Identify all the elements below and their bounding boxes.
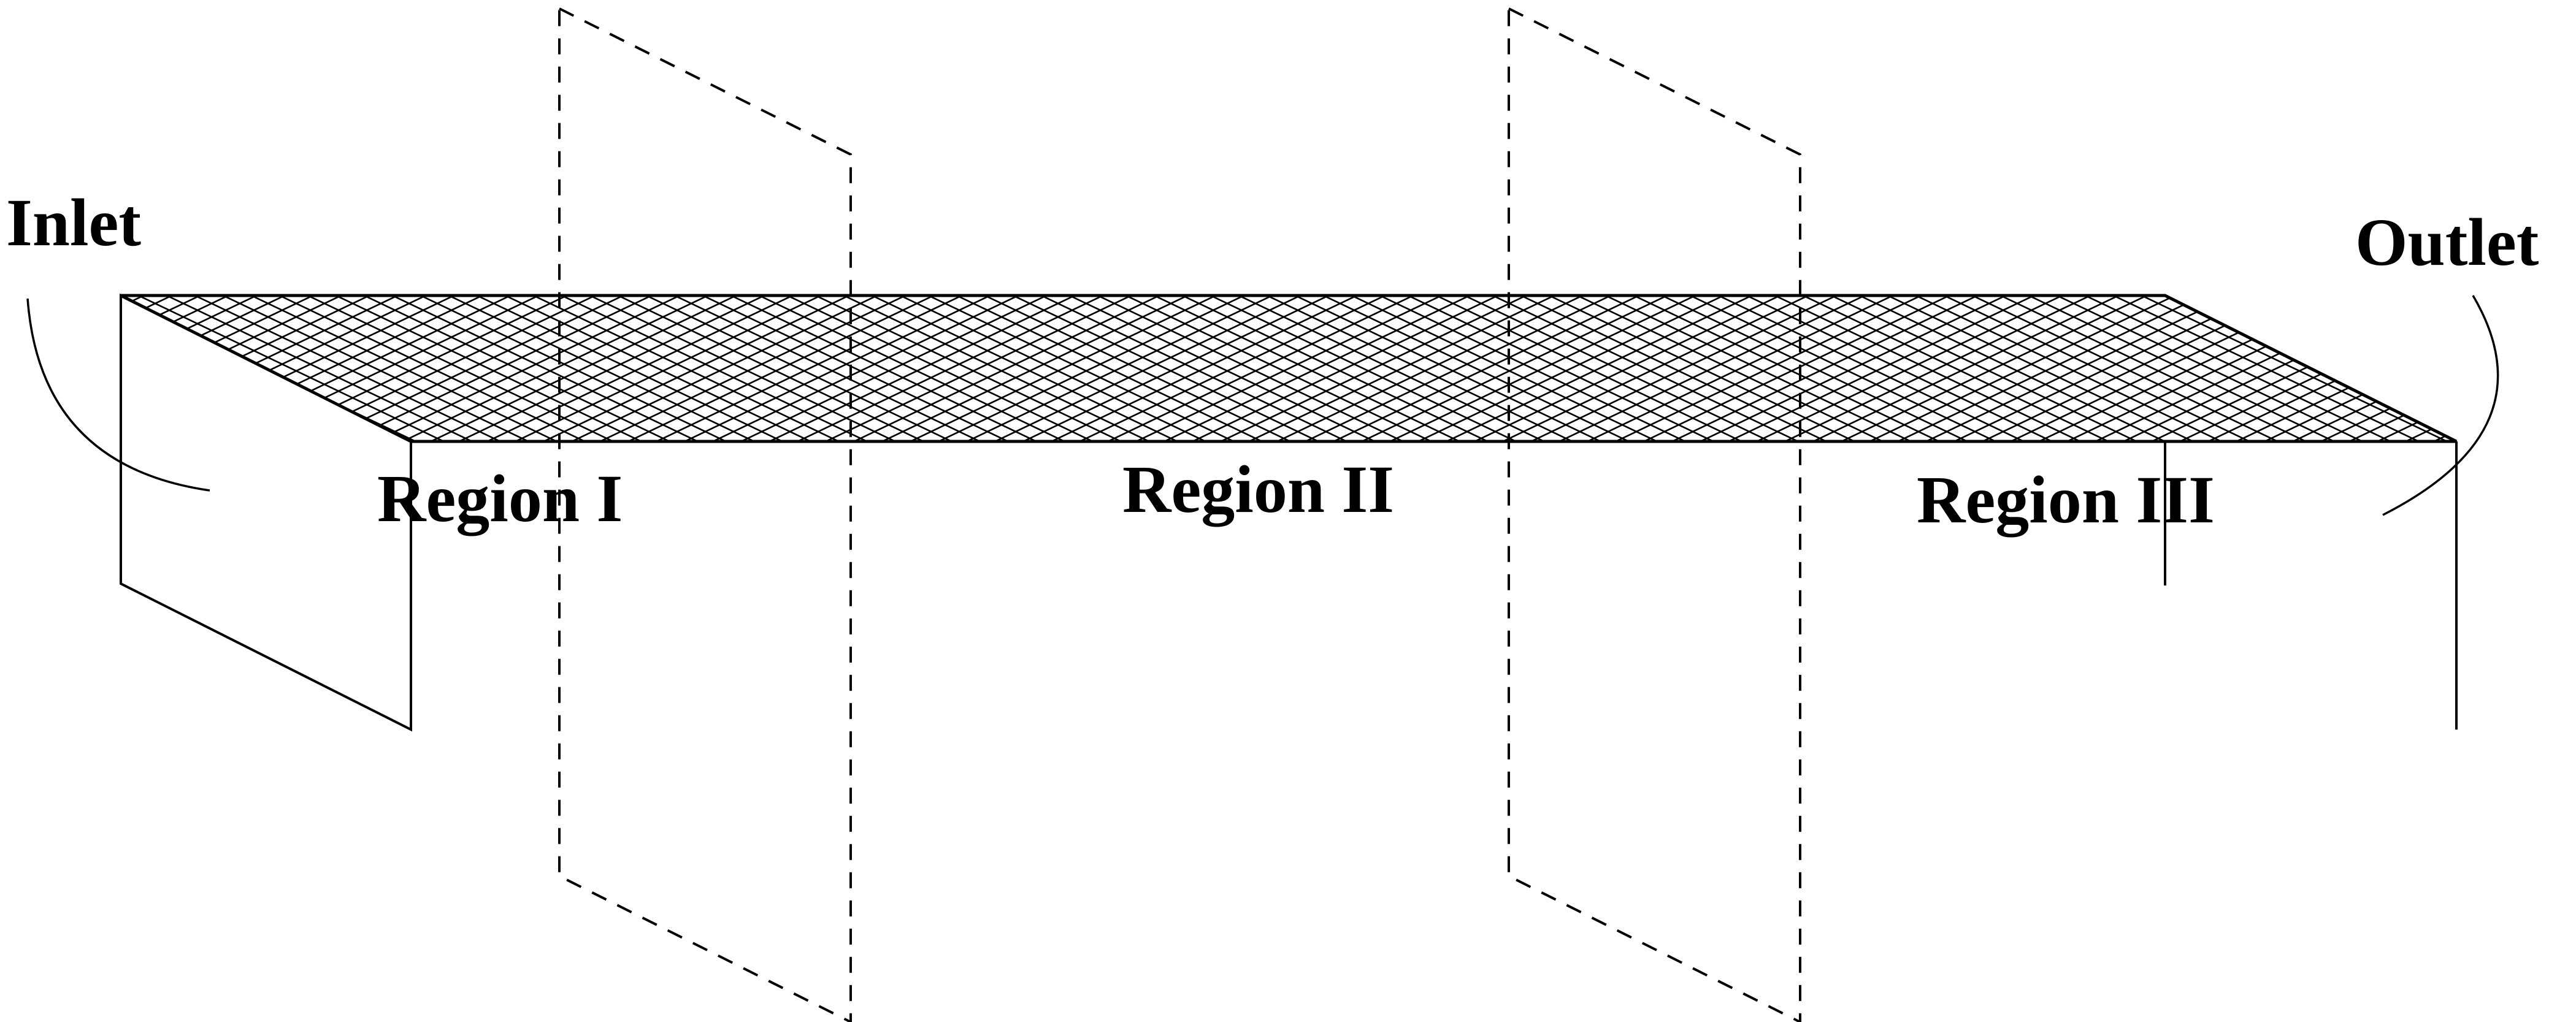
inlet-label: Inlet	[6, 185, 141, 260]
outlet-leader-arc	[2382, 295, 2499, 516]
outlet-label: Outlet	[2355, 205, 2539, 280]
inlet-leader-arc	[26, 298, 210, 492]
plane-boundary-2	[1508, 6, 1801, 1022]
plane-boundary-1	[558, 6, 852, 1022]
region-2-label: Region II	[1122, 452, 1394, 527]
channel-top-surface	[120, 294, 2458, 443]
region-1-label: Region I	[377, 461, 623, 536]
region-3-label: Region III	[1917, 462, 2215, 537]
